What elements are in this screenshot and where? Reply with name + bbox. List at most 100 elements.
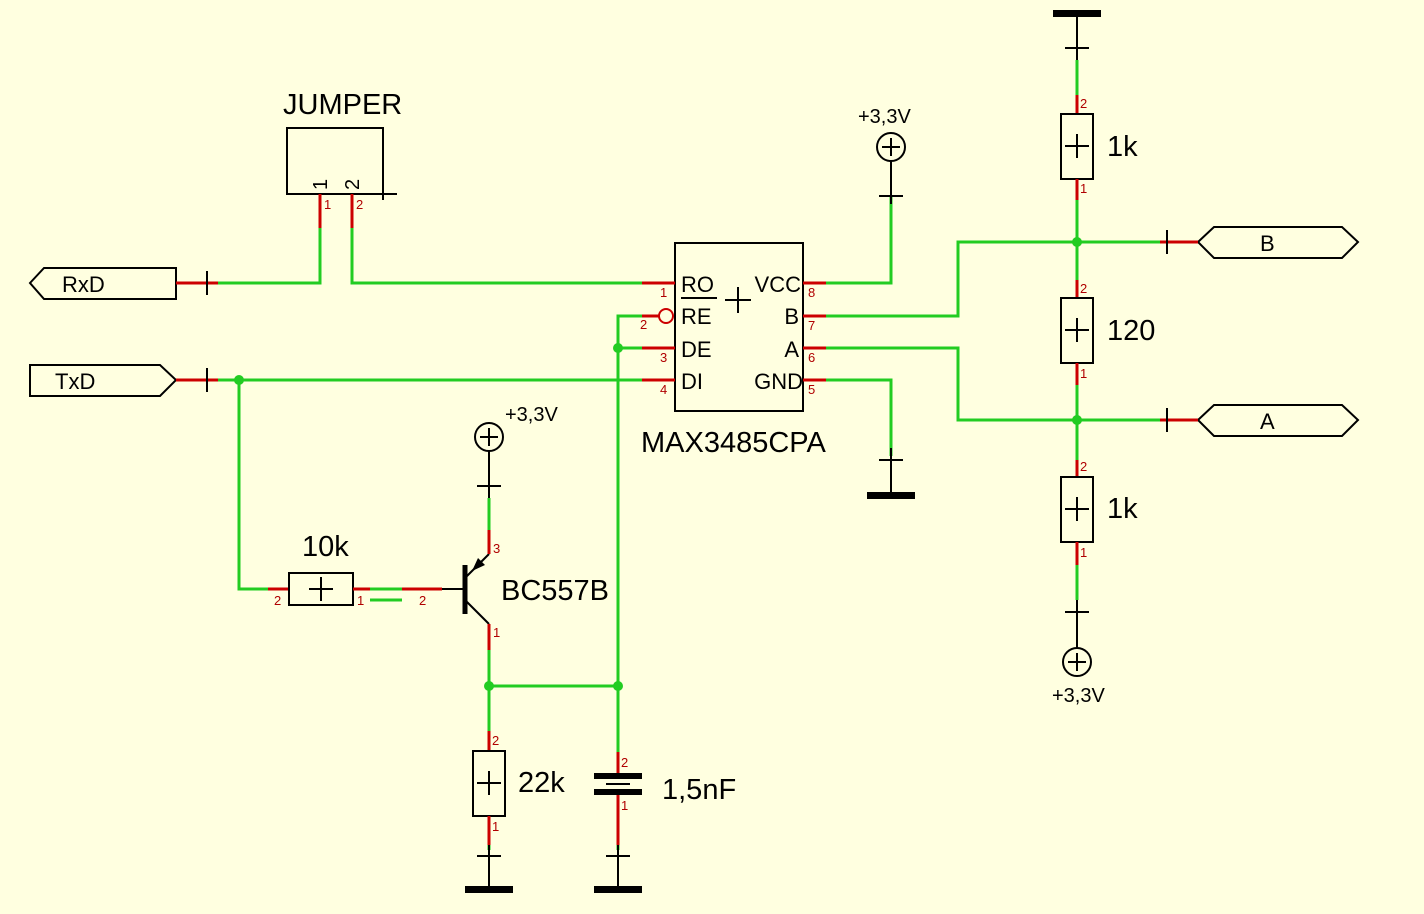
port-a-label: A [1260, 409, 1275, 434]
ic-num-6: 6 [808, 350, 815, 365]
c-plate-bottom [594, 789, 642, 795]
junction-cap [613, 681, 623, 691]
resistor-pd-22k[interactable]: 2 1 22k [472, 731, 565, 845]
r-pd-value: 22k [518, 767, 565, 799]
jumper-pin1-inner: 1 [310, 179, 332, 190]
r-term-pin1: 1 [1080, 366, 1087, 381]
wire-b-bus [826, 240, 1160, 318]
supply-transistor: +3,3V [474, 404, 558, 498]
ic-pin-di: DI [681, 369, 703, 394]
jumper-pin1-num: 1 [324, 197, 331, 212]
r-bot-pin2: 2 [1080, 459, 1087, 474]
junctions [234, 237, 1082, 691]
junction-de [613, 343, 623, 353]
wire-re-de-node [616, 314, 642, 752]
port-rxd[interactable]: RxD [28, 267, 218, 300]
q-pin-emitter: 3 [493, 541, 500, 556]
capacitor-1n5[interactable]: 2 1 1,5nF [594, 752, 736, 845]
wire-a-bus [826, 346, 1160, 422]
ic-num-3: 3 [660, 350, 667, 365]
ic-pin-ro: RO [681, 272, 714, 297]
q-pin-collector: 1 [493, 625, 500, 640]
r-base-value: 10k [302, 531, 349, 563]
port-rxd-label: RxD [62, 272, 105, 297]
c-value: 1,5nF [662, 774, 736, 806]
supply-bus-label: +3,3V [1052, 685, 1105, 707]
supply-ic: +3,3V [858, 106, 911, 204]
ground-top [1053, 10, 1101, 60]
transistor-bc557b[interactable]: 2 3 1 BC557B [402, 530, 609, 650]
r-top-value: 1k [1107, 131, 1138, 163]
port-txd-label: TxD [55, 369, 95, 394]
supply-bus: +3,3V [1052, 600, 1105, 707]
jumper-label: JUMPER [283, 89, 402, 121]
ic-pin-de: DE [681, 337, 712, 362]
c-pin2: 2 [621, 755, 628, 770]
jumper-pin2-inner: 2 [342, 179, 364, 190]
supply-ic-label: +3,3V [858, 106, 911, 128]
ground-22k-bar [465, 886, 513, 893]
r-base-pin1: 1 [357, 593, 364, 608]
q-emitter-arrow [472, 558, 485, 571]
supply-bus-circle [1062, 647, 1092, 677]
port-b-label: B [1260, 231, 1275, 256]
junction-b [1072, 237, 1082, 247]
r-pd-pin2: 2 [492, 733, 499, 748]
ic-re-bubble [658, 308, 674, 324]
ground-ic [867, 448, 915, 499]
resistor-top-1k[interactable]: 2 1 1k [1060, 95, 1138, 200]
port-txd-shape [29, 364, 178, 397]
ic-pin-gnd: GND [754, 369, 803, 394]
c-pin1: 1 [621, 798, 628, 813]
wire-gnd [826, 378, 893, 456]
ic-pin-re: RE [681, 304, 712, 329]
ic-part-label: MAX3485CPA [641, 427, 826, 459]
q-part-label: BC557B [501, 575, 609, 607]
port-txd[interactable]: TxD [29, 364, 218, 397]
r-term-value: 120 [1107, 315, 1155, 347]
ic-num-4: 4 [660, 382, 667, 397]
ic-num-5: 5 [808, 382, 815, 397]
ground-22k [465, 845, 513, 893]
ic-max3485[interactable]: RO RE DE DI VCC B A GND 1 2 3 4 8 7 6 5 … [640, 242, 826, 459]
ground-cap-bar [594, 886, 642, 893]
ic-pin-b: B [784, 304, 799, 329]
ic-pin-a: A [784, 337, 799, 362]
resistor-term-120[interactable]: 2 1 120 [1060, 280, 1155, 385]
r-top-pin1: 1 [1080, 181, 1087, 196]
jumper[interactable]: JUMPER 1 2 1 2 [283, 89, 402, 228]
port-a[interactable]: A [1160, 404, 1360, 437]
port-b[interactable]: B [1160, 226, 1360, 259]
ic-pin-vcc: VCC [755, 272, 802, 297]
resistor-bot-1k[interactable]: 2 1 1k [1060, 459, 1138, 565]
ic-num-7: 7 [808, 318, 815, 333]
q-collector-line [464, 599, 490, 625]
ground-top-bar [1053, 10, 1101, 17]
wire-vcc-supply [826, 196, 893, 285]
r-bot-value: 1k [1107, 493, 1138, 525]
port-a-shape [1196, 404, 1360, 437]
supply-transistor-label: +3,3V [505, 404, 558, 426]
r-bot-pin1: 1 [1080, 545, 1087, 560]
q-pin-base: 2 [419, 593, 426, 608]
c-plate-top [594, 773, 642, 779]
ground-cap [594, 845, 642, 893]
ic-num-1: 1 [660, 285, 667, 300]
resistor-base-10k[interactable]: 2 1 10k [268, 531, 370, 608]
wire-jumper-ro [350, 228, 642, 285]
r-pd-pin1: 1 [492, 819, 499, 834]
r-base-pin2: 2 [274, 593, 281, 608]
r-top-pin2: 2 [1080, 96, 1087, 111]
ic-num-2: 2 [640, 317, 647, 332]
wire-collector-node [487, 650, 618, 688]
jumper-body [286, 127, 384, 195]
wire-rxd-jumper [218, 228, 322, 285]
ground-ic-bar [867, 492, 915, 499]
ic-num-8: 8 [808, 285, 815, 300]
junction-txd [234, 375, 244, 385]
junction-collector [484, 681, 494, 691]
junction-a [1072, 415, 1082, 425]
ic-body [674, 242, 804, 412]
port-b-shape [1196, 226, 1360, 259]
